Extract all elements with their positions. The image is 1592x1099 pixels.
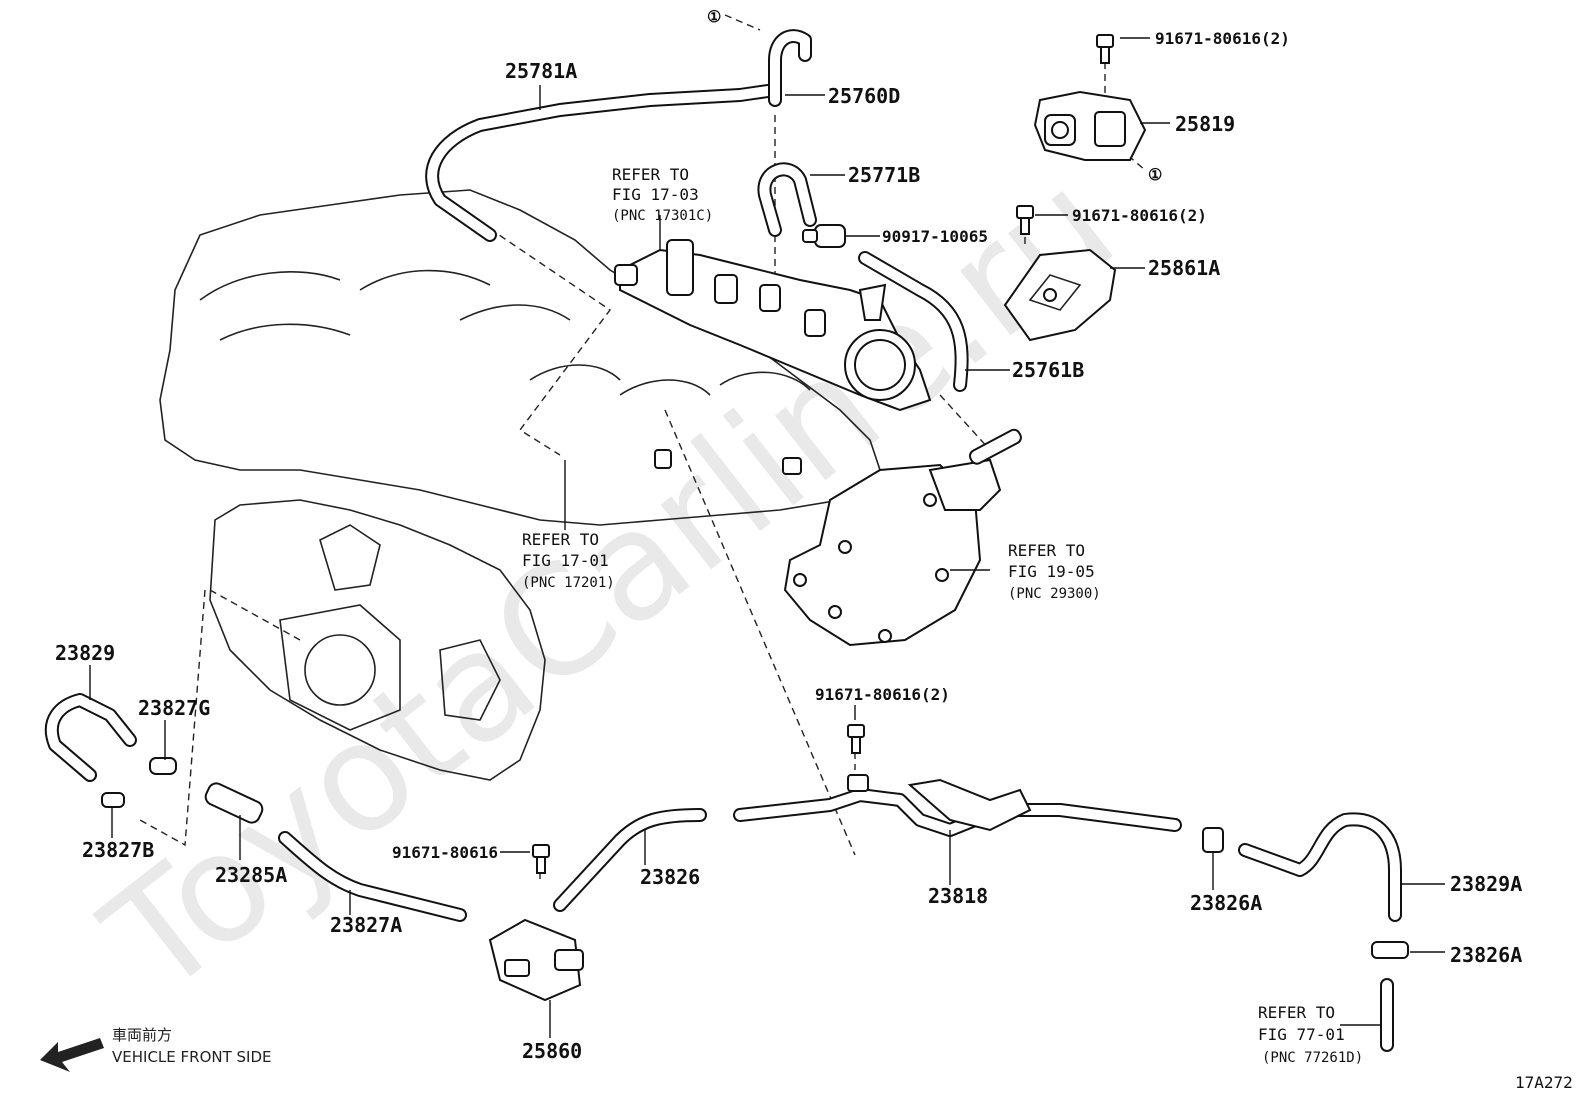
label-91671-low[interactable]: 91671-80616: [392, 843, 498, 862]
bolt-91671-mid: [1016, 205, 1034, 235]
ref-1905-line2: FIG 19-05: [1008, 562, 1095, 581]
engine-block: [159, 189, 881, 781]
pipe-23818: [733, 774, 1182, 837]
hose-23826: [553, 808, 707, 912]
vehicle-front-en: VEHICLE FRONT SIDE: [112, 1048, 272, 1066]
hose-23829A: [1238, 812, 1402, 922]
hose-25781A: [425, 83, 782, 242]
label-91671-top[interactable]: 91671-80616(2): [1155, 29, 1290, 48]
clamp-23826A-2: [1371, 941, 1409, 959]
label-23829A[interactable]: 23829A: [1450, 872, 1522, 896]
label-25771B[interactable]: 25771B: [848, 163, 920, 187]
figure-code: 17A272: [1515, 1073, 1573, 1092]
intake-manifold: [614, 239, 932, 412]
sensor-25860: [488, 918, 584, 1002]
bolt-91671-bot: [847, 724, 865, 754]
label-23818[interactable]: 23818: [928, 884, 988, 908]
vacuum-pump: [783, 428, 1022, 647]
ref-1701-line1: REFER TO: [522, 530, 599, 549]
label-23826A-1[interactable]: 23826A: [1190, 891, 1262, 915]
label-23827A[interactable]: 23827A: [330, 913, 402, 937]
leader-lines: [89, 37, 1445, 1038]
label-23829[interactable]: 23829: [55, 641, 115, 665]
clamp-23826A-1: [1202, 827, 1224, 853]
ref-fig-17-01[interactable]: REFER TO FIG 17-01 (PNC 17201): [522, 530, 615, 591]
hose-25760D: [768, 29, 812, 107]
ref-fig-17-03[interactable]: REFER TO FIG 17-03 (PNC 17301C): [612, 165, 713, 224]
ref-1703-line2: FIG 17-03: [612, 185, 699, 204]
label-23826A-2[interactable]: 23826A: [1450, 943, 1522, 967]
hose-25761B: [858, 251, 969, 392]
part-labels: 25781A 25760D 25771B 90917-10065 25761B …: [55, 29, 1522, 1063]
valve-25819: [1033, 90, 1147, 161]
arrow-left-icon: [40, 1038, 104, 1072]
label-25761B[interactable]: 25761B: [1012, 358, 1084, 382]
ref-7701-line2: FIG 77-01: [1258, 1025, 1345, 1044]
bolt-91671-top: [1096, 34, 1114, 64]
valve-90917-10065: [802, 224, 846, 248]
ref-1701-line3: (PNC 17201): [522, 575, 615, 591]
vehicle-front-jp: 車両前方: [112, 1026, 172, 1044]
valve-23285A: [204, 782, 264, 824]
label-90917-10065[interactable]: 90917-10065: [882, 227, 988, 246]
label-25861A[interactable]: 25861A: [1148, 256, 1220, 280]
label-23826[interactable]: 23826: [640, 865, 700, 889]
connection-marker-top: ①: [707, 7, 721, 26]
bolt-91671-low: [532, 844, 550, 874]
ref-7701-line1: REFER TO: [1258, 1003, 1335, 1022]
label-23827B[interactable]: 23827B: [82, 838, 154, 862]
ref-1905-line3: (PNC 29300): [1008, 586, 1101, 602]
clamp-23827B: [101, 792, 125, 808]
label-23827G[interactable]: 23827G: [138, 696, 210, 720]
hose-25771B: [757, 162, 817, 237]
ref-1701-line2: FIG 17-01: [522, 551, 609, 570]
label-25819[interactable]: 25819: [1175, 112, 1235, 136]
ref-1703-line3: (PNC 17301C): [612, 208, 713, 224]
hose-23827A: [278, 831, 467, 922]
bracket-25861A: [1003, 248, 1117, 342]
ref-fig-77-01[interactable]: REFER TO FIG 77-01 (PNC 77261D): [1258, 1003, 1363, 1066]
dashed-guides: [139, 14, 1146, 880]
connection-marker-right: ①: [1148, 165, 1162, 184]
ref-1703-line1: REFER TO: [612, 165, 689, 184]
label-25760D[interactable]: 25760D: [828, 84, 900, 108]
label-25860[interactable]: 25860: [522, 1039, 582, 1063]
hose-23829: [44, 693, 137, 782]
vehicle-front-indicator: 車両前方 VEHICLE FRONT SIDE: [40, 1026, 272, 1072]
label-23285A[interactable]: 23285A: [215, 863, 287, 887]
label-91671-mid[interactable]: 91671-80616(2): [1072, 206, 1207, 225]
clamp-23827G: [149, 757, 177, 775]
ref-7701-line3: (PNC 77261D): [1262, 1050, 1363, 1066]
label-91671-bot[interactable]: 91671-80616(2): [815, 685, 950, 704]
ref-1905-line1: REFER TO: [1008, 541, 1085, 560]
ref-fig-19-05[interactable]: REFER TO FIG 19-05 (PNC 29300): [1008, 541, 1101, 602]
label-25781A[interactable]: 25781A: [505, 59, 577, 83]
